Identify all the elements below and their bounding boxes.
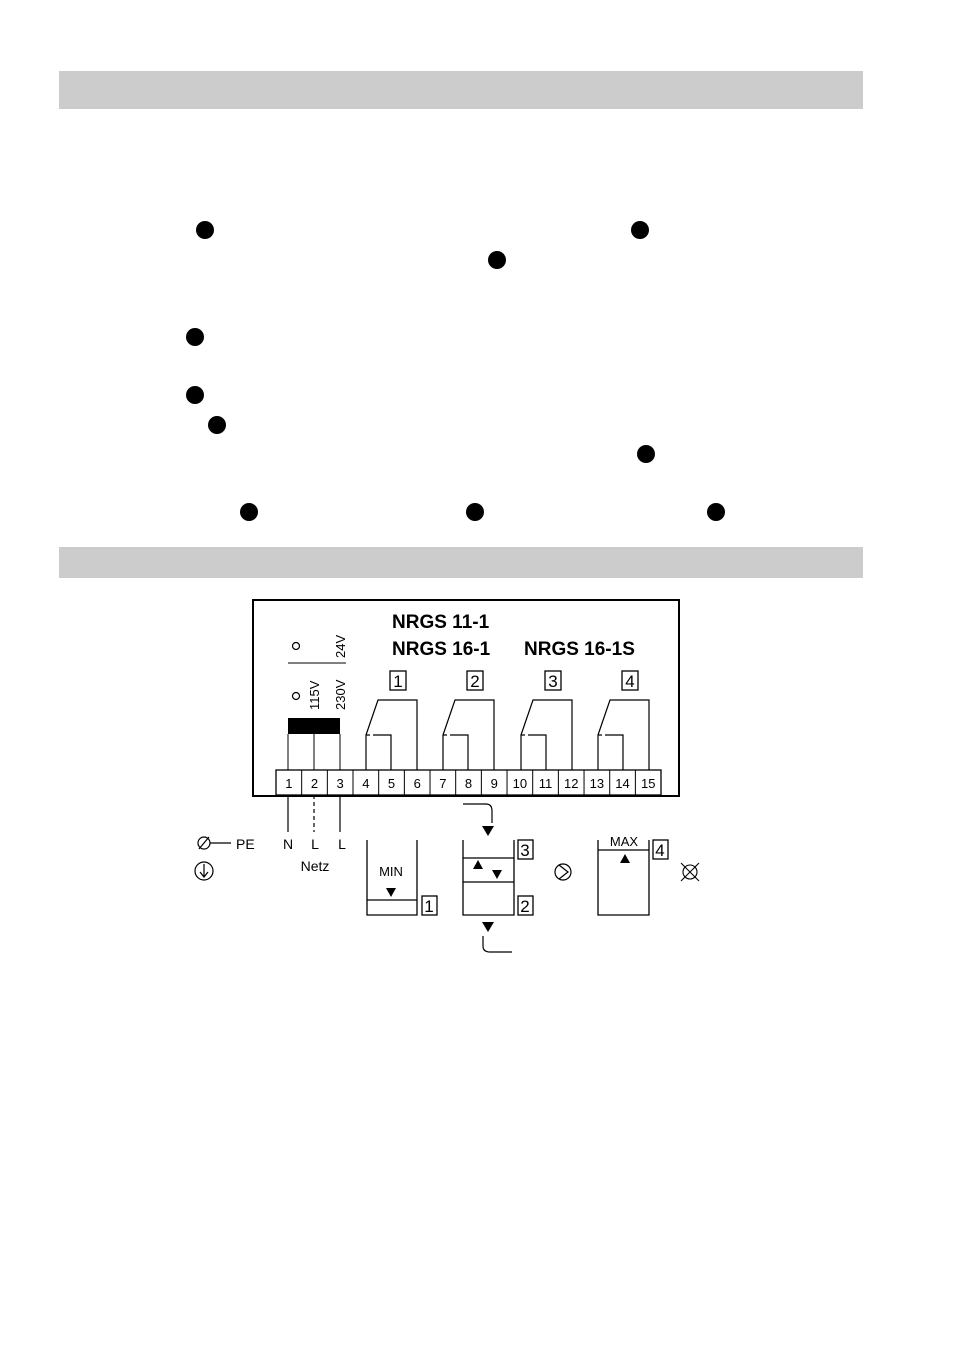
reference-bullet xyxy=(488,251,506,269)
mains-label-l-1: L xyxy=(311,836,319,852)
terminal-number: 14 xyxy=(615,776,629,791)
model-name-nrgs-16-1: NRGS 16-1 xyxy=(392,639,491,660)
earth-symbol-icon xyxy=(194,861,214,881)
pump-control-vessel: 3 2 xyxy=(462,803,534,953)
down-arrow-icon xyxy=(492,870,502,879)
terminal-number: 10 xyxy=(513,776,527,791)
pump-icon xyxy=(554,863,572,881)
up-arrow-icon xyxy=(620,854,630,863)
terminal-number: 15 xyxy=(641,776,655,791)
reference-bullet xyxy=(208,416,226,434)
min-level-number: 1 xyxy=(424,897,433,916)
terminal-number: 9 xyxy=(491,776,498,791)
relay-number-3: 3 xyxy=(548,672,557,691)
voltage-label-24v: 24V xyxy=(333,635,348,658)
reference-bullet xyxy=(707,503,725,521)
model-name-nrgs-11-1: NRGS 11-1 xyxy=(392,612,490,633)
up-arrow-icon xyxy=(473,860,483,869)
reference-bullet xyxy=(240,503,258,521)
mains-label-netz: Netz xyxy=(301,858,330,874)
min-label: MIN xyxy=(379,864,403,879)
voltage-jumper xyxy=(288,718,340,734)
mains-label-l-2: L xyxy=(338,836,346,852)
alarm-lamp-icon xyxy=(680,862,700,882)
min-level-vessel: MIN 1 xyxy=(366,840,438,916)
mains-label-n: N xyxy=(283,836,293,852)
reference-bullet xyxy=(466,503,484,521)
terminal-number: 2 xyxy=(311,776,318,791)
relay-number-1: 1 xyxy=(393,672,402,691)
terminal-number: 4 xyxy=(362,776,369,791)
reference-bullet xyxy=(186,328,204,346)
pump-on-level-number: 3 xyxy=(520,841,529,860)
terminal-number: 13 xyxy=(590,776,604,791)
inflow-pipe-icon xyxy=(463,803,493,823)
max-level-vessel: MAX 4 xyxy=(597,834,669,916)
mains-wiring xyxy=(287,795,341,832)
voltage-selector: 24V 115V 230V xyxy=(287,635,348,770)
relay-number-4: 4 xyxy=(625,672,634,691)
terminal-number: 3 xyxy=(337,776,344,791)
voltage-label-230v: 230V xyxy=(333,679,348,710)
relay-number-2: 2 xyxy=(470,672,479,691)
section-header-band-bottom xyxy=(59,547,863,578)
terminal-number: 5 xyxy=(388,776,395,791)
reference-bullet xyxy=(186,386,204,404)
selector-dot-icon xyxy=(291,641,301,651)
relay-contacts xyxy=(365,699,650,770)
terminal-number: 11 xyxy=(539,776,553,791)
model-name-nrgs-16-1s: NRGS 16-1S xyxy=(524,639,635,660)
reference-bullet xyxy=(631,221,649,239)
down-arrow-icon xyxy=(386,888,396,897)
reference-bullet xyxy=(637,445,655,463)
section-header-band-top xyxy=(59,71,863,109)
max-level-number: 4 xyxy=(655,841,664,860)
pe-label: PE xyxy=(236,836,255,852)
reference-bullet xyxy=(196,221,214,239)
terminal-number: 7 xyxy=(439,776,446,791)
pe-symbol-icon xyxy=(197,836,231,850)
terminal-number: 12 xyxy=(564,776,578,791)
terminal-number: 1 xyxy=(285,776,292,791)
device-enclosure xyxy=(252,599,680,797)
terminal-number: 8 xyxy=(465,776,472,791)
max-label: MAX xyxy=(610,834,639,849)
selector-dot-icon xyxy=(291,691,301,701)
terminal-number: 6 xyxy=(414,776,421,791)
outflow-pipe-icon xyxy=(482,936,512,953)
relay-numbers: 1 2 3 4 xyxy=(389,670,639,691)
voltage-label-115v: 115V xyxy=(307,680,322,710)
pump-off-level-number: 2 xyxy=(520,897,529,916)
